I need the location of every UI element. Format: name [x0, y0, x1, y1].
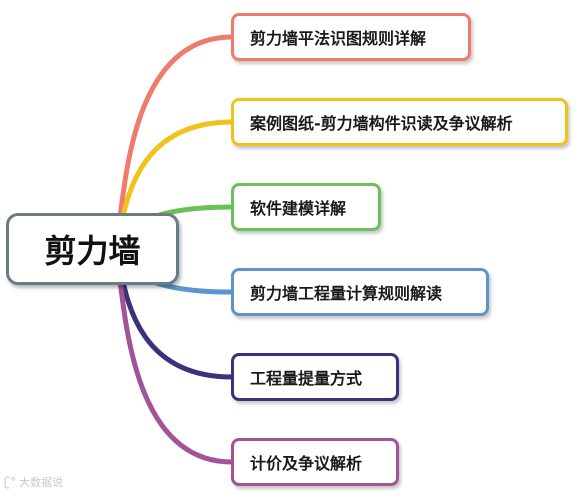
branch-node-2[interactable]: 案例图纸-剪力墙构件识读及争议解析 — [231, 98, 568, 146]
branch-node-3[interactable]: 软件建模详解 — [231, 183, 381, 231]
branch-node-4[interactable]: 剪力墙工程量计算规则解读 — [231, 268, 489, 316]
branch-node-label: 剪力墙工程量计算规则解读 — [250, 284, 443, 303]
branch-node-6[interactable]: 计价及争议解析 — [231, 438, 399, 486]
watermark: ʗ° 大数据说 — [4, 474, 63, 490]
root-node-label: 剪力墙 — [44, 232, 141, 270]
watermark-text: 大数据说 — [19, 476, 64, 489]
branch-node-label: 计价及争议解析 — [250, 454, 363, 473]
root-node[interactable]: 剪力墙 — [6, 213, 179, 285]
branch-node-label: 案例图纸-剪力墙构件识读及争议解析 — [250, 114, 513, 133]
branch-node-1[interactable]: 剪力墙平法识图规则详解 — [231, 13, 471, 61]
branch-node-label: 剪力墙平法识图规则详解 — [250, 29, 427, 48]
branch-node-5[interactable]: 工程量提量方式 — [231, 353, 399, 401]
weibo-like-icon: ʗ° — [4, 475, 17, 489]
branch-node-label: 工程量提量方式 — [250, 369, 363, 388]
branch-node-label: 软件建模详解 — [250, 199, 347, 218]
